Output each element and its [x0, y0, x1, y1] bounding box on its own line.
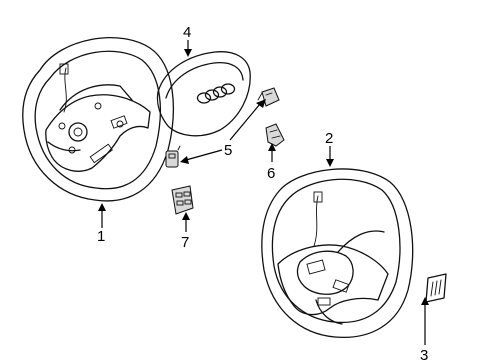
callout-2: 2 [325, 130, 333, 147]
steering-wheel-front[interactable] [22, 37, 174, 202]
leader-7 [182, 212, 190, 232]
airbag-module[interactable] [156, 51, 251, 137]
leader-4 [184, 40, 192, 57]
leader-1 [98, 203, 106, 228]
callout-6: 6 [267, 165, 275, 182]
callout-4: 4 [183, 24, 191, 41]
callout-3: 3 [420, 347, 428, 360]
control-switch-right[interactable] [257, 87, 280, 107]
control-switch-left[interactable] [165, 145, 181, 168]
callout-1: 1 [97, 228, 105, 245]
leader-3 [421, 297, 429, 345]
callout-5: 5 [224, 142, 232, 159]
callout-7: 7 [181, 234, 189, 251]
leader-2 [326, 146, 334, 167]
leader-5 [180, 99, 266, 164]
multifunction-switch[interactable] [265, 123, 285, 147]
emblem-badge[interactable] [425, 273, 447, 303]
switch-block[interactable] [171, 185, 194, 215]
steering-wheel-rear[interactable] [261, 168, 414, 339]
leader-6 [268, 143, 276, 162]
